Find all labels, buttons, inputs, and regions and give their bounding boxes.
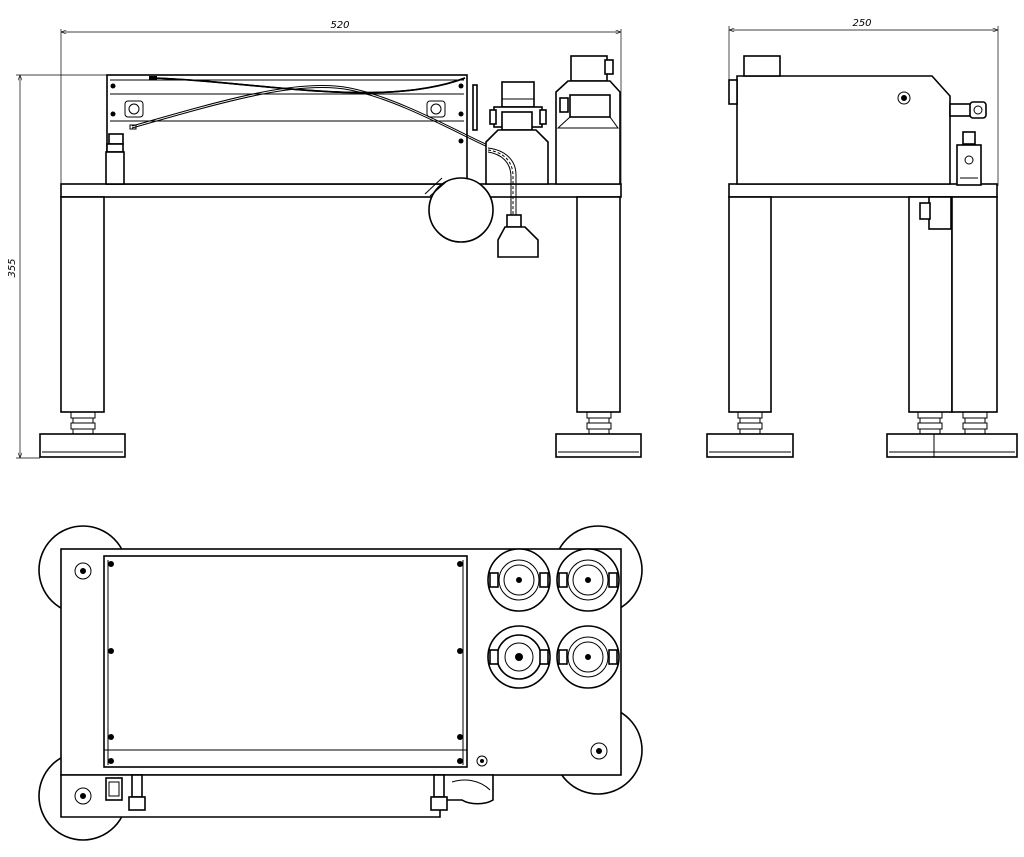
dimension-side-width: 250 (728, 18, 999, 186)
front-leg-right (576, 196, 621, 413)
top-enclosure (103, 555, 468, 768)
dimension-label-250: 250 (852, 18, 871, 29)
top-clamp-bracket (441, 774, 494, 805)
side-table-top (728, 183, 998, 198)
front-enclosure (106, 74, 468, 185)
side-view (706, 55, 1018, 458)
front-hanging-bottle (497, 214, 539, 258)
front-view (39, 55, 642, 458)
dimension-label-520: 520 (330, 20, 349, 31)
top-view (38, 525, 643, 841)
side-bottle-cap (743, 55, 781, 77)
side-leg-right (951, 196, 998, 413)
top-bottle-2 (556, 548, 620, 612)
side-enclosure (736, 75, 951, 185)
top-bottle-3 (487, 625, 551, 689)
side-clamp (949, 101, 987, 186)
front-small-vial (105, 133, 125, 185)
front-leg-left (60, 196, 105, 413)
dimension-front-width: 520 (60, 20, 622, 186)
front-bottle-2 (555, 55, 621, 185)
front-table-top (60, 183, 622, 198)
dimension-label-355: 355 (7, 258, 18, 277)
top-bottle-1 (487, 548, 551, 612)
side-foot-right (886, 411, 1018, 458)
top-bottle-4 (556, 625, 620, 689)
front-foot-left (39, 411, 126, 458)
front-foot-right (555, 411, 642, 458)
front-round-reel (428, 177, 494, 243)
front-bottle-1 (485, 81, 549, 185)
side-foot-left (706, 411, 794, 458)
dimension-height: 355 (7, 74, 108, 459)
side-leg-left (728, 196, 772, 413)
